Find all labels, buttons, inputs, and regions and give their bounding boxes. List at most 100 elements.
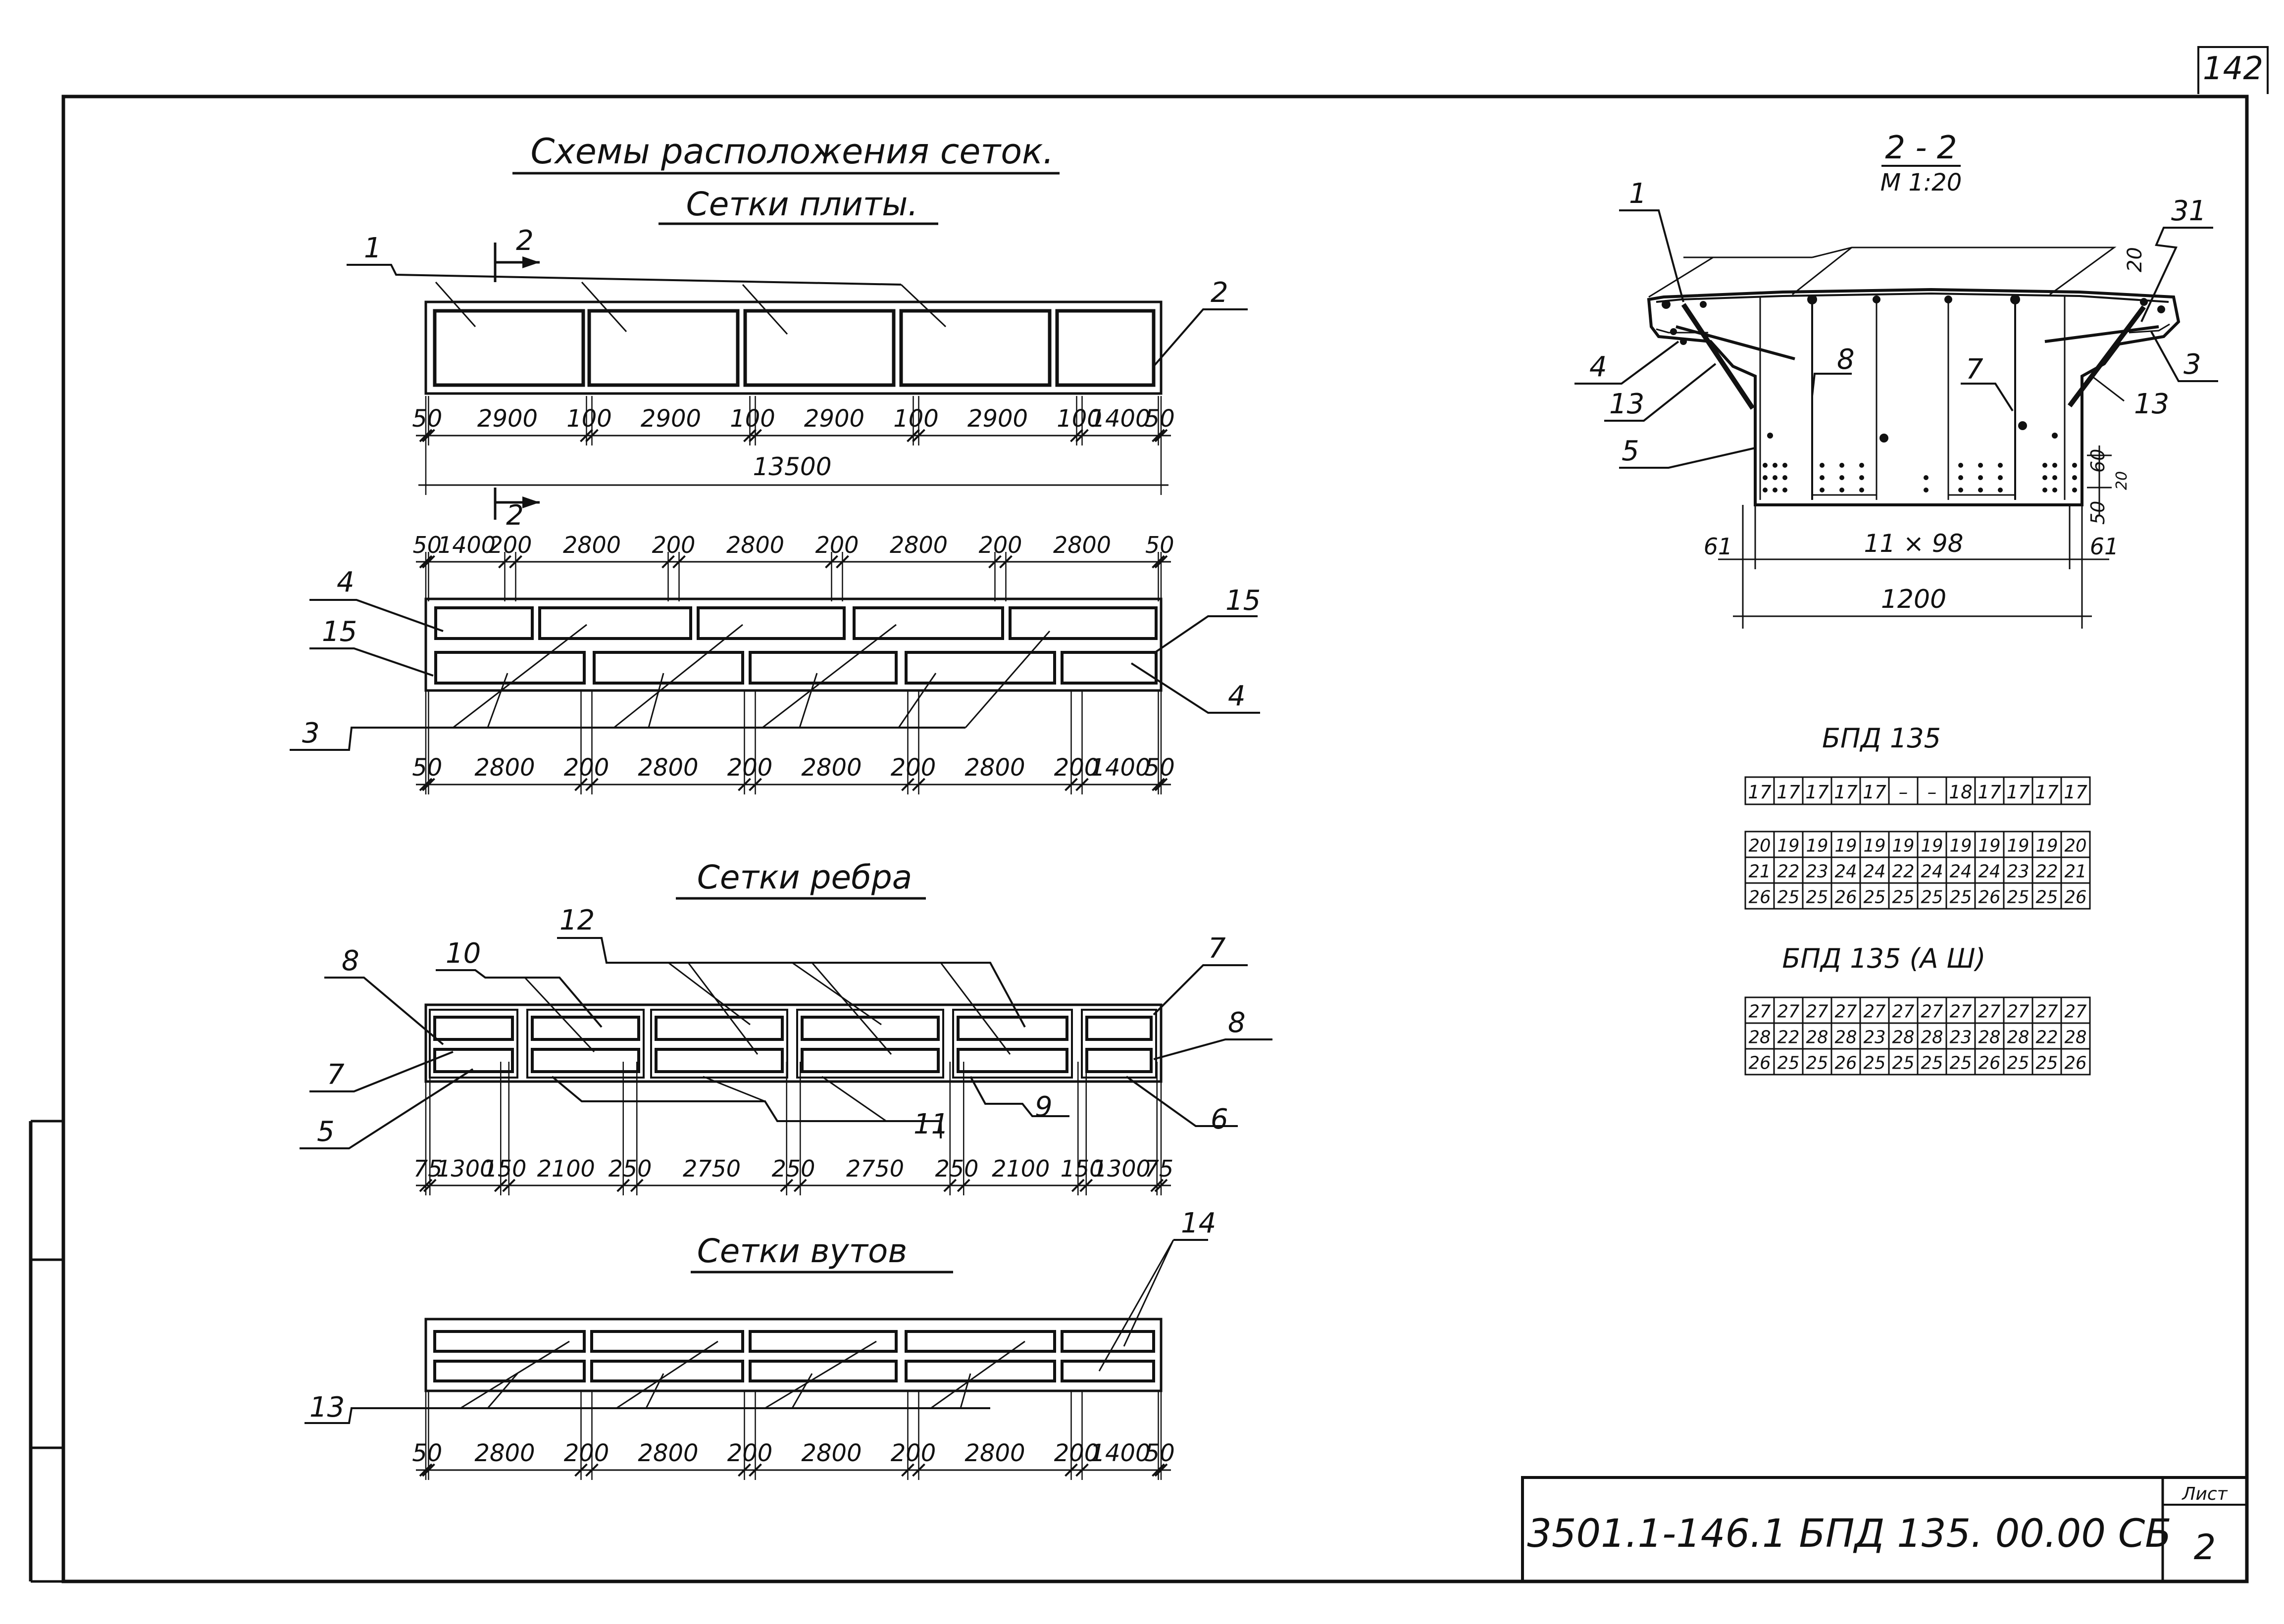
- slab-top-dim-1: 2900: [477, 405, 538, 433]
- rib-mesh-lower-5: [957, 1048, 1068, 1073]
- table1-grid-value: 25: [1921, 887, 1943, 908]
- table2-grid-value: 27: [1777, 1002, 1800, 1022]
- boss-meshes: Сетки вутов: [424, 1232, 1163, 1392]
- slab-bottom-dim-bottom-8: 200: [1054, 754, 1100, 782]
- table1-row1-value: 17: [1805, 781, 1829, 803]
- slab-top-mesh-4: [899, 309, 1052, 387]
- table1-grid-value: 26: [2065, 887, 2087, 908]
- table2-grid-value: 27: [2007, 1002, 2030, 1022]
- slab-bottom-dim-bottom-4: 200: [727, 754, 773, 782]
- slab-bottom-leaders: 4 15 15 3 4: [290, 566, 1261, 751]
- rib-leader-8a: 8: [342, 945, 359, 977]
- sheet-cipher: 3501.1-146.1 БПД 135. 00.00 СБ: [1527, 1512, 2172, 1556]
- table1-grid-value: 19: [1892, 836, 1915, 856]
- slab-top-dim-8: 100: [1057, 405, 1102, 433]
- drawing-title: Схемы расположения сеток.: [530, 131, 1054, 172]
- table1-row1-value: 17: [2035, 781, 2059, 803]
- slab-bottom-dim-top-10: 50: [1145, 532, 1174, 558]
- slab-bottom-dim-top-9: 2800: [1053, 532, 1111, 558]
- table2-grid-value: 25: [2007, 1053, 2030, 1074]
- table1-grid-value: 25: [1950, 887, 1972, 908]
- rib-leader-11: 11: [914, 1108, 949, 1140]
- table2-grid-value: 27: [1806, 1002, 1828, 1022]
- slab-bottom-dim-bottom-10: 50: [1145, 754, 1175, 782]
- table2-grid-value: 27: [1921, 1002, 1943, 1022]
- section-leader-20: 20: [2124, 247, 2146, 272]
- slab-bottom-dim-top-3: 2800: [563, 532, 621, 558]
- table1-grid-value: 19: [1835, 836, 1857, 856]
- table2-grid-value: 26: [1749, 1053, 1771, 1074]
- slab-top-mesh-5: [1055, 309, 1156, 387]
- table1-grid-value: 21: [1749, 862, 1771, 882]
- table1-grid-value: 22: [1777, 862, 1800, 882]
- boss-dim-9: 1400: [1090, 1439, 1150, 1467]
- table1-grid-value: 19: [1950, 836, 1972, 856]
- boss-mesh-lower-2: [590, 1360, 744, 1382]
- rib-dim-1: 1300: [436, 1155, 494, 1182]
- slab-bottom-dim-top-2: 200: [489, 532, 532, 558]
- slab-bottom-dim-bottom-3: 2800: [638, 754, 698, 782]
- slab-bottom-mesh-lower-4: [905, 651, 1056, 685]
- rib-dim-12: 75: [1145, 1155, 1174, 1182]
- table2-grid-value: 28: [1892, 1028, 1915, 1048]
- rib-dim-9: 2100: [992, 1155, 1050, 1182]
- rib-dim-5: 2750: [683, 1155, 741, 1182]
- table1-title: БПД 135: [1822, 723, 1941, 754]
- table2-grid-value: 28: [1749, 1028, 1771, 1048]
- table1-grid-value: 20: [1749, 836, 1771, 856]
- rib-leader-9: 9: [1035, 1091, 1053, 1123]
- boss-mesh-boxes: [433, 1330, 1155, 1382]
- rib-leader-8b: 8: [1228, 1007, 1246, 1039]
- slab-bottom-dim-bottom-0: 50: [412, 754, 442, 782]
- table1-grid-value: 26: [1835, 887, 1857, 908]
- rib-dim-4: 250: [609, 1155, 652, 1182]
- table1-row1-value: 17: [1863, 781, 1886, 803]
- rib-mesh-lower-2: [531, 1048, 640, 1073]
- table1-row1-value: 17: [2064, 781, 2087, 803]
- table1-grid-value: 19: [1777, 836, 1800, 856]
- table2-grid-value: 23: [1864, 1028, 1886, 1048]
- section-leader-31: 31: [2171, 195, 2206, 227]
- leader-label-15a: 15: [322, 616, 357, 648]
- rib-cell-1: [429, 1009, 518, 1079]
- rib-dim-7: 2750: [846, 1155, 904, 1182]
- table2-grid-value: 25: [1864, 1053, 1886, 1074]
- boss-mesh-upper-1: [433, 1330, 586, 1353]
- section-dim-middle: 11 × 98: [1864, 529, 1964, 558]
- leader-label-4a: 4: [337, 566, 355, 598]
- table1-grid-value: 23: [1806, 862, 1828, 882]
- table2-grid-value: 26: [1835, 1053, 1857, 1074]
- rib-mesh-upper-1: [433, 1016, 514, 1041]
- slab-bottom-meshes: [424, 597, 1163, 692]
- rib-mesh-lower-6: [1085, 1048, 1153, 1073]
- rib-dim-6: 250: [772, 1155, 815, 1182]
- table2-grid-value: 28: [1921, 1028, 1943, 1048]
- leader-label-15b: 15: [1225, 585, 1261, 617]
- boss-mesh-lower-3: [749, 1360, 898, 1382]
- rib-cell-2: [526, 1009, 645, 1079]
- boss-leader-13: 13: [309, 1391, 345, 1424]
- slab-top-dim-3: 2900: [641, 405, 701, 433]
- slab-bottom-mesh-lower-1: [434, 651, 586, 685]
- slab-bottom-dim-top-0: 50: [412, 532, 442, 558]
- table1-grid-cell: [2060, 882, 2091, 910]
- table2-grid-value: 26: [1979, 1053, 2001, 1074]
- section-leader-13b: 13: [2134, 388, 2169, 420]
- rib-title: Сетки ребра: [697, 858, 912, 896]
- table1-row1-value: –: [1928, 781, 1937, 803]
- table1-row1-value: 17: [1748, 781, 1772, 803]
- table2-grid-value: 25: [1950, 1053, 1972, 1074]
- section-mark-bottom: 2: [506, 499, 524, 532]
- table1-grid-value: 19: [1806, 836, 1828, 856]
- rib-cell-5: [952, 1009, 1073, 1079]
- table1-grid-value: 26: [1979, 887, 2001, 908]
- table2-grid-cell: [2060, 1048, 2091, 1076]
- slab-top-dim-5: 2900: [804, 405, 864, 433]
- table2-grid-value: 26: [2065, 1053, 2087, 1074]
- rib-leaders: 8 10 12 7 8 7 5 11 9 6: [300, 904, 1272, 1149]
- rib-leader-7a: 7: [1208, 933, 1226, 965]
- table2-grid-value: 22: [1777, 1028, 1800, 1048]
